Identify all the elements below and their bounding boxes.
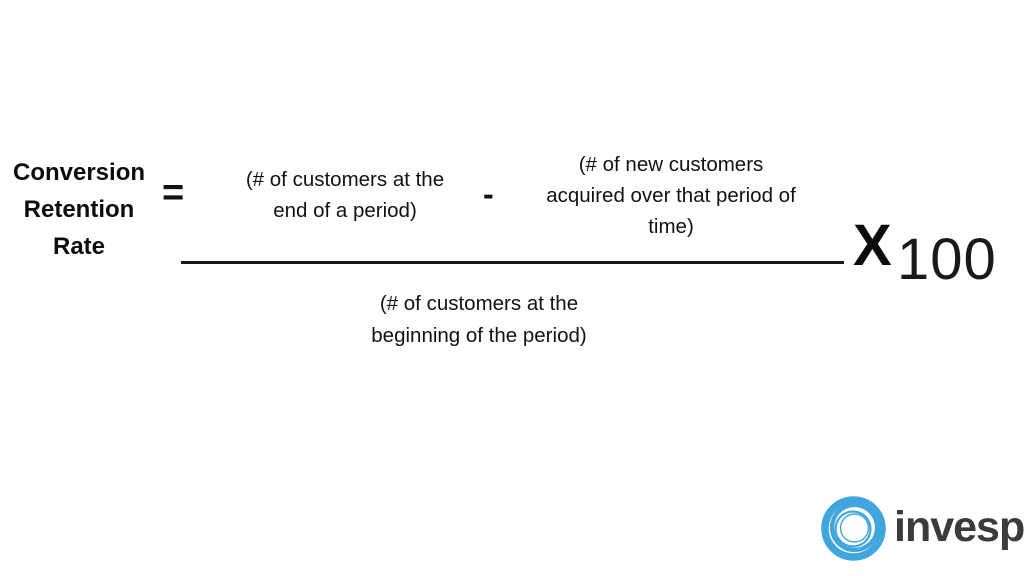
denominator: (# of customers at the beginning of the … (318, 288, 640, 352)
formula-label-line-1: Conversion (12, 159, 146, 186)
numerator-term-1-line-1: (# of customers at the (245, 168, 445, 191)
invesp-logo: invesp (820, 495, 1024, 567)
numerator-term-1: (# of customers at the end of a period) (212, 164, 478, 226)
equals-sign: = (162, 172, 185, 214)
invesp-wordmark: invesp (894, 502, 1024, 551)
multiplier-value: 100 (897, 227, 997, 292)
numerator-term-2-line-1: (# of new customers (578, 153, 764, 176)
invesp-swirl-icon (820, 495, 887, 567)
numerator-term-2-line-2: acquired over that period of (546, 184, 796, 207)
formula-label: Conversion Retention Rate (0, 154, 158, 265)
denominator-line-2: beginning of the period) (371, 324, 587, 347)
formula-label-line-2: Retention (23, 196, 135, 223)
numerator-term-1-line-2: end of a period) (273, 199, 417, 222)
numerator-term-2-line-3: time) (648, 215, 694, 238)
formula-label-line-3: Rate (52, 233, 106, 260)
minus-sign: - (483, 176, 494, 212)
fraction-bar (181, 261, 844, 264)
denominator-line-1: (# of customers at the (379, 292, 579, 315)
times-sign: X (853, 213, 892, 278)
numerator-term-2: (# of new customers acquired over that p… (510, 149, 832, 242)
